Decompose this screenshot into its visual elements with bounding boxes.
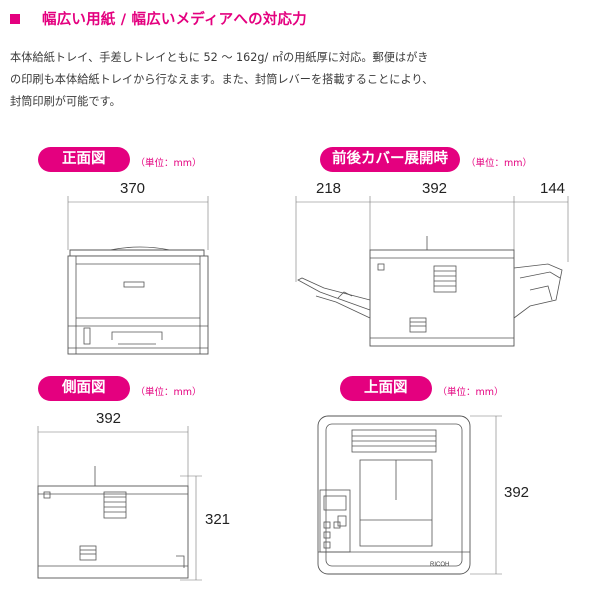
top-view-drawing: RICOH — [317, 415, 502, 575]
side-width-dimension: 392 — [96, 410, 122, 427]
open-view-unit: （単位：mm） — [466, 158, 533, 169]
description-line-3: 封筒印刷が可能です。 — [10, 95, 121, 108]
side-view-title: 側面図 — [38, 376, 130, 401]
top-view-title: 上面図 — [340, 376, 432, 401]
heading-title: 幅広い用紙 / 幅広いメディアへの対応力 — [42, 12, 307, 28]
side-view-unit: （単位：mm） — [135, 387, 202, 398]
side-view-drawing — [37, 426, 202, 581]
side-view-label: 側面図 （単位：mm） — [38, 376, 202, 401]
top-depth-dimension: 392 — [504, 484, 530, 501]
top-view-unit: （単位：mm） — [437, 387, 504, 398]
front-view-unit: （単位：mm） — [135, 158, 202, 169]
front-width-dimension: 370 — [120, 180, 146, 197]
front-view-title: 正面図 — [38, 147, 130, 172]
open-center-dimension: 392 — [422, 180, 448, 197]
front-view-label: 正面図 （単位：mm） — [38, 147, 202, 172]
heading-square-icon — [10, 13, 20, 24]
section-heading: 幅広い用紙 / 幅広いメディアへの対応力 — [10, 8, 307, 29]
description-line-1: 本体給紙トレイ、手差しトレイともに 52 ～ 162g/ ㎡の用紙厚に対応。郵便… — [10, 51, 429, 64]
front-view-drawing — [67, 196, 209, 355]
open-view-label: 前後カバー展開時 （単位：mm） — [320, 147, 532, 172]
open-left-dimension: 218 — [316, 180, 342, 197]
top-brand-logo: RICOH — [430, 562, 449, 568]
open-view-drawing — [295, 196, 569, 347]
description-line-2: の印刷も本体給紙トレイから行なえます。また、封筒レバーを搭載することにより、 — [10, 73, 434, 86]
description: 本体給紙トレイ、手差しトレイともに 52 ～ 162g/ ㎡の用紙厚に対応。郵便… — [10, 47, 590, 113]
side-height-dimension: 321 — [205, 511, 231, 528]
open-right-dimension: 144 — [540, 180, 566, 197]
open-view-title: 前後カバー展開時 — [320, 147, 460, 172]
top-view-label: 上面図 （単位：mm） — [340, 376, 504, 401]
